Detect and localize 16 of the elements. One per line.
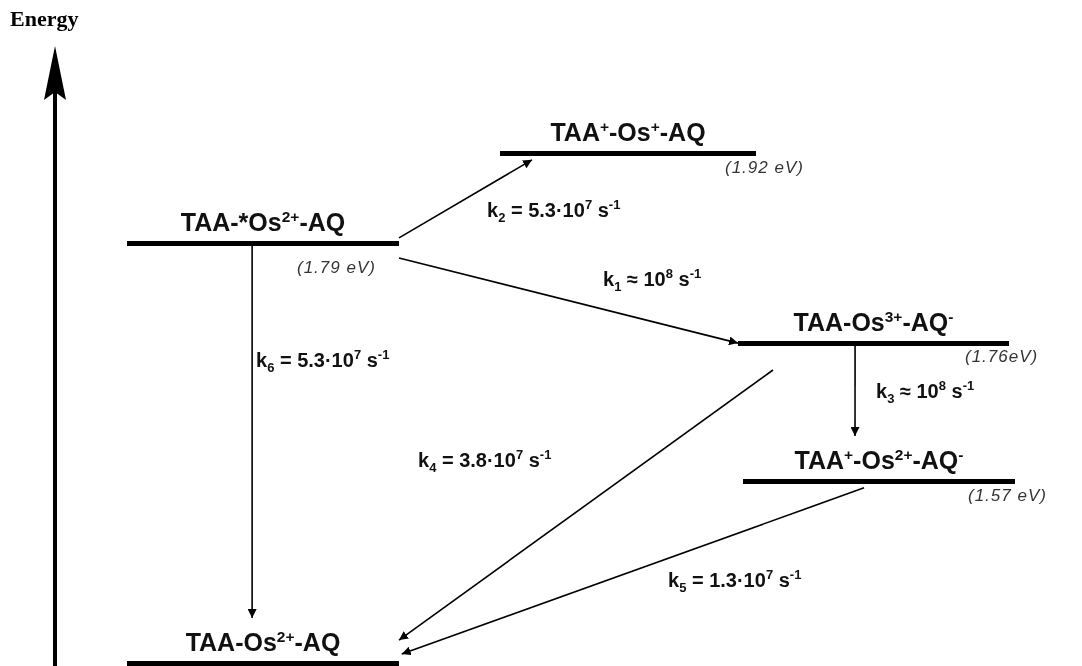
energy-value: (1.92 eV) [725, 158, 804, 178]
arrow [850, 345, 860, 437]
energy-value: (1.57 eV) [968, 486, 1047, 506]
arrow [400, 487, 865, 656]
arrow [398, 257, 739, 346]
state-label: TAA-Os$^{2+}$-AQ [185, 627, 341, 658]
state-label: TAA-*Os$^{2+}$-AQ [180, 207, 346, 238]
state-label: TAA-Os$^{3+}$-AQ$^{-}$ [793, 307, 954, 338]
energy-value: (1.76eV) [965, 347, 1039, 367]
axis-title: Energy [10, 6, 79, 32]
state-label: TAA$^{+}$-Os$^{2+}$-AQ$^{-}$ [794, 445, 964, 476]
arrow [398, 369, 774, 641]
state-label: TAA$^{+}$-Os$^{+}$-AQ [550, 117, 706, 148]
energy-value: (1.79 eV) [297, 258, 376, 278]
arrow [247, 245, 257, 619]
arrow [398, 159, 533, 239]
